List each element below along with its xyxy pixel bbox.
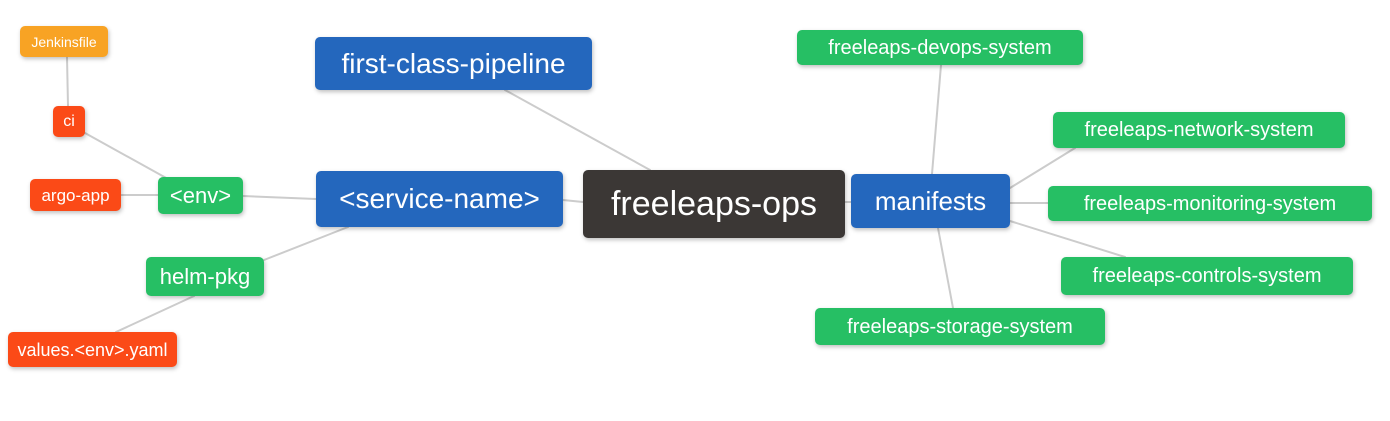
node-argo-app[interactable]: argo-app	[30, 179, 121, 211]
edge-jenkinsfile-to-ci	[66, 56, 69, 107]
node-label: <service-name>	[339, 183, 540, 214]
edge-manifests-to-freeleaps-network-system	[1009, 147, 1076, 189]
node-first-class-pipeline[interactable]: first-class-pipeline	[315, 37, 592, 90]
node-label: Jenkinsfile	[31, 33, 97, 50]
node-ci[interactable]: ci	[53, 106, 85, 137]
node-freeleaps-controls-system[interactable]: freeleaps-controls-system	[1061, 257, 1353, 295]
node-label: values.<env>.yaml	[17, 339, 168, 360]
node-label: argo-app	[41, 185, 110, 205]
node-label: first-class-pipeline	[341, 47, 566, 79]
node-label: freeleaps-storage-system	[847, 315, 1073, 338]
edge-manifests-to-freeleaps-storage-system	[937, 227, 954, 309]
edge-service-name-to-freeleaps-ops	[562, 199, 584, 203]
node-label: freeleaps-controls-system	[1092, 265, 1322, 287]
node-service-name[interactable]: <service-name>	[316, 171, 563, 227]
node-label: manifests	[874, 186, 987, 216]
edge-ci-to-env	[84, 132, 169, 180]
node-label: ci	[63, 112, 75, 130]
node-label: freeleaps-ops	[610, 185, 817, 223]
node-label: freeleaps-monitoring-system	[1083, 192, 1337, 215]
node-freeleaps-ops[interactable]: freeleaps-ops	[583, 170, 845, 238]
edge-first-class-pipeline-to-freeleaps-ops	[504, 89, 651, 171]
edge-manifests-to-freeleaps-controls-system	[1009, 220, 1126, 258]
node-label: freeleaps-network-system	[1084, 119, 1314, 141]
edge-helm-pkg-to-values-env-yaml	[115, 295, 195, 333]
node-jenkinsfile[interactable]: Jenkinsfile	[20, 26, 108, 57]
node-env[interactable]: <env>	[158, 177, 243, 214]
node-freeleaps-network-system[interactable]: freeleaps-network-system	[1053, 112, 1345, 148]
node-values-env-yaml[interactable]: values.<env>.yaml	[8, 332, 177, 367]
node-label: <env>	[169, 182, 232, 208]
edge-helm-pkg-to-service-name	[263, 226, 349, 261]
node-helm-pkg[interactable]: helm-pkg	[146, 257, 264, 296]
edge-manifests-to-freeleaps-devops-system	[931, 64, 942, 175]
node-label: helm-pkg	[159, 263, 251, 289]
node-manifests[interactable]: manifests	[851, 174, 1010, 228]
node-label: freeleaps-devops-system	[828, 36, 1052, 59]
node-freeleaps-monitoring-system[interactable]: freeleaps-monitoring-system	[1048, 186, 1372, 221]
node-freeleaps-storage-system[interactable]: freeleaps-storage-system	[815, 308, 1105, 345]
node-freeleaps-devops-system[interactable]: freeleaps-devops-system	[797, 30, 1083, 65]
edge-env-to-service-name	[242, 195, 317, 200]
